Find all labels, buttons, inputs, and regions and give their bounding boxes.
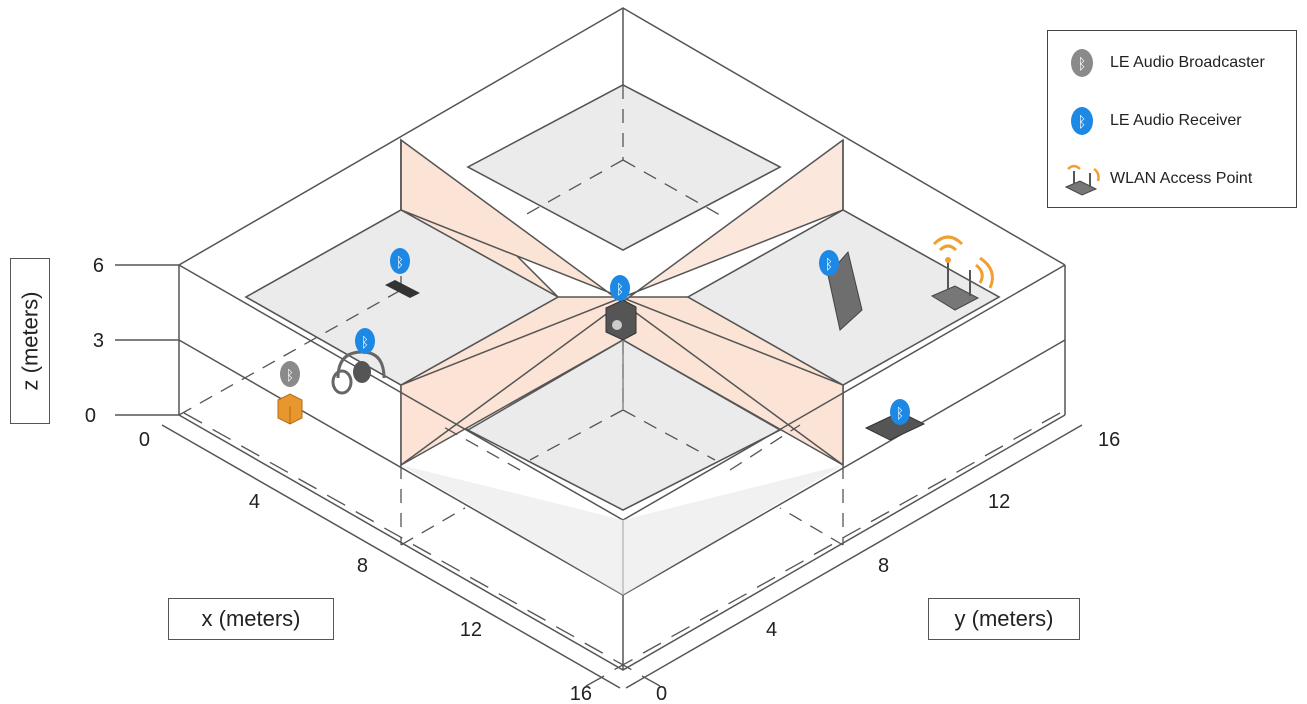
y-tick-mark (614, 658, 633, 671)
x-axis-label: x (meters) (168, 598, 334, 640)
bluetooth-blue-icon: ᛒ (1071, 107, 1093, 135)
y-tick-mark (756, 576, 776, 588)
x-tick-mark (441, 560, 460, 572)
z-tick-6: 6 (93, 255, 104, 277)
x-tick-4: 4 (249, 491, 260, 513)
legend-item-receiver: ᛒ LE Audio Receiver (1048, 101, 1296, 141)
y-tick-4: 4 (766, 619, 777, 641)
y-axis-ticks (585, 412, 1061, 687)
svg-text:ᛒ: ᛒ (616, 282, 624, 298)
tile-top (466, 84, 782, 251)
y-tick-0: 0 (656, 683, 667, 704)
x-tick-mark (469, 576, 489, 588)
y-tick-mark (642, 642, 662, 654)
z-tick-0: 0 (85, 405, 96, 427)
x-tick-mark (183, 412, 203, 424)
y-axis (625, 424, 1083, 689)
svg-text:ᛒ: ᛒ (1077, 113, 1086, 131)
bluetooth-blue-icon (819, 250, 839, 276)
legend-item-broadcaster: ᛒ LE Audio Broadcaster (1048, 43, 1296, 83)
z-axis-label: z (meters) (10, 258, 50, 424)
wlan-router (930, 235, 994, 311)
wlan-router-icon (1064, 164, 1100, 196)
y-axis-label-text: y (meters) (954, 606, 1054, 631)
x-tick-mark (584, 642, 604, 654)
x-tick-mark (527, 609, 546, 621)
center-speaker: ᛒ (605, 275, 637, 410)
z-tick-3: 3 (93, 330, 104, 352)
y-tick-mark (671, 626, 690, 638)
y-tick-mark (728, 593, 747, 605)
y-tick-mark (870, 511, 890, 523)
broadcaster-speaker: ᛒ (277, 361, 303, 425)
bluetooth-blue-icon (355, 328, 375, 354)
x-tick-mark (298, 478, 317, 490)
x-tick-8: 8 (357, 555, 368, 577)
bluetooth-blue-icon (610, 275, 630, 301)
phone-device: ᛒ (385, 248, 420, 298)
y-tick-mark (956, 461, 975, 473)
y-tick-mark (842, 527, 861, 539)
bluetooth-gray-icon: ᛒ (1071, 49, 1093, 77)
x-axis-ticks (183, 412, 661, 687)
y-axis-label: y (meters) (928, 598, 1080, 640)
y-tick-mark (984, 445, 1004, 457)
x-tick-mark (212, 428, 231, 441)
x-axis (161, 424, 621, 689)
svg-text:ᛒ: ᛒ (286, 368, 294, 384)
legend: ᛒ LE Audio Broadcaster ᛒ LE Audio Receiv… (1047, 30, 1297, 208)
y-tick-mark (585, 675, 605, 687)
legend-item-wlan: WLAN Access Point (1048, 159, 1296, 199)
svg-text:ᛒ: ᛒ (361, 335, 369, 351)
y-tick-mark (899, 494, 918, 506)
x-tick-mark (355, 511, 375, 523)
bluetooth-blue-icon (890, 399, 910, 425)
svg-text:ᛒ: ᛒ (825, 257, 833, 273)
y-tick-8: 8 (878, 555, 889, 577)
x-tick-mark (498, 593, 518, 605)
tablet-device: ᛒ (864, 399, 926, 441)
svg-text:ᛒ: ᛒ (396, 255, 404, 271)
legend-label: LE Audio Broadcaster (1110, 54, 1265, 71)
x-tick-12: 12 (460, 619, 482, 641)
y-tick-mark (813, 543, 833, 556)
tall-speaker: ᛒ (819, 250, 863, 331)
x-axis-label-text: x (meters) (201, 606, 301, 631)
y-tick-mark (785, 560, 804, 572)
y-tick-12: 12 (988, 491, 1010, 513)
front-floor-fill (401, 465, 843, 595)
x-tick-mark (555, 626, 575, 638)
x-tick-0: 0 (139, 429, 150, 451)
headphones: ᛒ (331, 328, 386, 395)
y-tick-mark (699, 609, 719, 621)
legend-label: LE Audio Receiver (1110, 112, 1242, 129)
svg-text:ᛒ: ᛒ (1077, 55, 1086, 73)
legend-label: WLAN Access Point (1110, 170, 1253, 187)
svg-text:ᛒ: ᛒ (896, 406, 904, 422)
z-axis (115, 264, 179, 416)
bluetooth-blue-icon (390, 248, 410, 274)
z-axis-label-text: z (meters) (17, 291, 42, 391)
y-tick-mark (927, 478, 947, 490)
x-tick-mark (412, 543, 432, 556)
y-tick-16: 16 (1098, 429, 1120, 451)
y-tick-mark (1013, 428, 1032, 441)
x-tick-16: 16 (570, 683, 592, 704)
x-tick-mark (384, 527, 403, 539)
x-tick-mark (326, 494, 346, 506)
x-tick-mark (269, 461, 289, 473)
x-tick-mark (240, 445, 260, 457)
bluetooth-gray-icon (280, 361, 300, 387)
y-tick-mark (1041, 412, 1061, 424)
